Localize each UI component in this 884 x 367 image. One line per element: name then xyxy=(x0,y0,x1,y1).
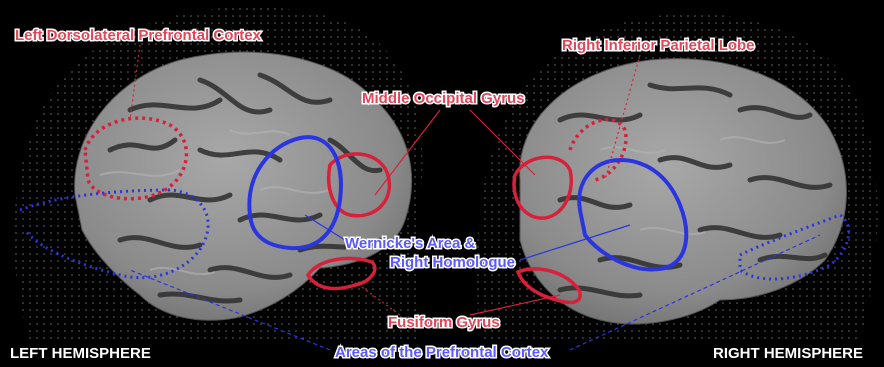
label-wernicke-line2: Right Homologue xyxy=(390,254,515,271)
label-right-hemisphere: RIGHT HEMISPHERE xyxy=(713,345,863,362)
label-right-ipl: Right Inferior Parietal Lobe xyxy=(562,37,755,54)
label-fusiform: Fusiform Gyrus xyxy=(388,314,500,331)
label-middle-occipital: Middle Occipital Gyrus xyxy=(362,90,525,107)
label-left-dlpfc: Left Dorsolateral Prefrontal Cortex xyxy=(15,27,262,44)
label-prefrontal: Areas of the Prefrontal Cortex xyxy=(335,344,549,361)
label-left-hemisphere: LEFT HEMISPHERE xyxy=(10,345,151,362)
label-wernicke-line1: Wernicke's Area & xyxy=(345,235,475,252)
